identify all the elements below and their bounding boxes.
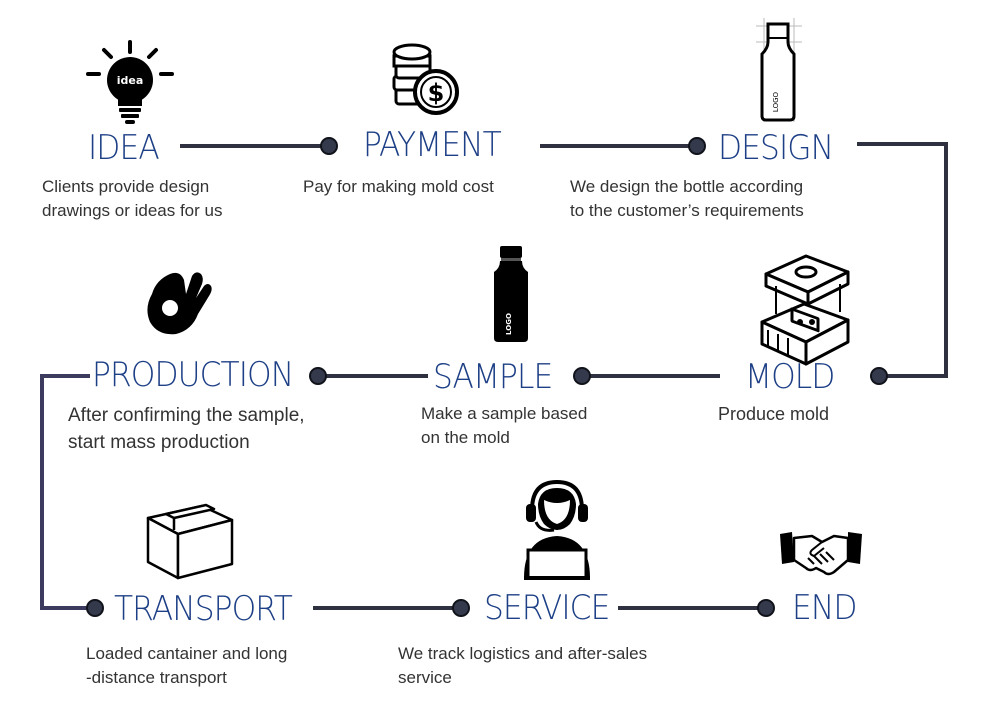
flow-dot — [320, 137, 338, 155]
flow-dot — [452, 599, 470, 617]
step-title-production: PRODUCTION — [92, 355, 294, 395]
svg-text:$: $ — [428, 79, 445, 107]
step-title-service: SERVICE — [484, 588, 610, 628]
box-icon — [146, 503, 234, 580]
flow-dot — [86, 599, 104, 617]
ok-hand-icon — [147, 272, 212, 335]
step-title-idea: IDEA — [88, 128, 160, 168]
svg-text:LOGO: LOGO — [772, 91, 780, 112]
step-desc-idea: Clients provide design drawings or ideas… — [42, 177, 223, 220]
flow-dot — [688, 137, 706, 155]
step-desc-service: We track logistics and after-sales servi… — [398, 644, 648, 687]
step-desc-mold: Produce mold — [718, 404, 830, 424]
step-desc-payment: Pay for making mold cost — [303, 177, 494, 196]
step-desc-design: We design the bottle according to the cu… — [570, 177, 804, 220]
handshake-icon — [780, 532, 862, 576]
flow-dot — [573, 367, 591, 385]
step-title-sample: SAMPLE — [433, 357, 553, 397]
flow-dot — [309, 367, 327, 385]
step-desc-transport: Loaded cantainer and long -distance tran… — [86, 644, 288, 687]
flow-dot — [870, 367, 888, 385]
step-title-payment: PAYMENT — [363, 125, 502, 165]
coins-dollar-icon: $ — [392, 43, 459, 115]
svg-text:idea: idea — [117, 74, 144, 87]
bottle-sketch-icon: LOGO — [756, 18, 802, 122]
connector-production-transport — [40, 374, 95, 610]
step-desc-production: After confirming the sample, start mass … — [68, 405, 305, 453]
step-title-mold: MOLD — [745, 357, 835, 397]
step-desc-sample: Make a sample based on the mold — [421, 404, 588, 447]
support-agent-icon — [524, 479, 590, 580]
step-title-end: END — [792, 588, 857, 628]
step-title-design: DESIGN — [718, 128, 834, 168]
svg-text:LOGO: LOGO — [505, 313, 513, 335]
connector-design-mold — [857, 142, 948, 378]
lightbulb-icon: idea — [86, 40, 174, 124]
bottle-icon: LOGO — [494, 246, 528, 342]
mold-icon — [760, 254, 850, 366]
flow-dot — [757, 599, 775, 617]
step-title-transport: TRANSPORT — [114, 589, 293, 629]
